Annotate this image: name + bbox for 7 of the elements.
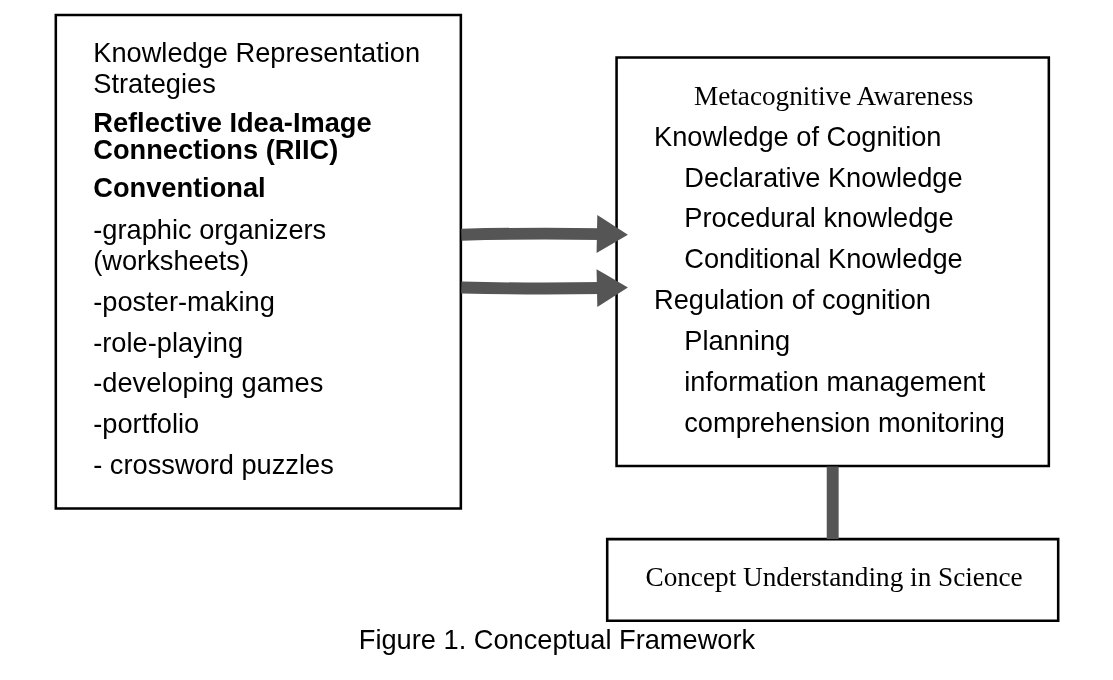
arrow — [460, 269, 628, 308]
arrow — [460, 215, 628, 253]
connector — [826, 466, 839, 539]
node-box: Concept Understanding in Science — [605, 537, 1059, 623]
node-box: Metacognitive Awareness Knowledge of Cognition Declarative Knowledge Procedural knowledge Conditional Knowledge Regulation of cognition Planning information management comprehension monitoring — [614, 56, 1050, 468]
node-box: Knowledge Representation Strategies Reflective Idea-Image Connections (RIIC) Conventional -graphic organizers (worksheets) -poster-making -role-playing -developing games -portfolio - crossword puzzles — [54, 13, 462, 510]
caption: Figure 1. Conceptual Framework — [358, 624, 755, 656]
